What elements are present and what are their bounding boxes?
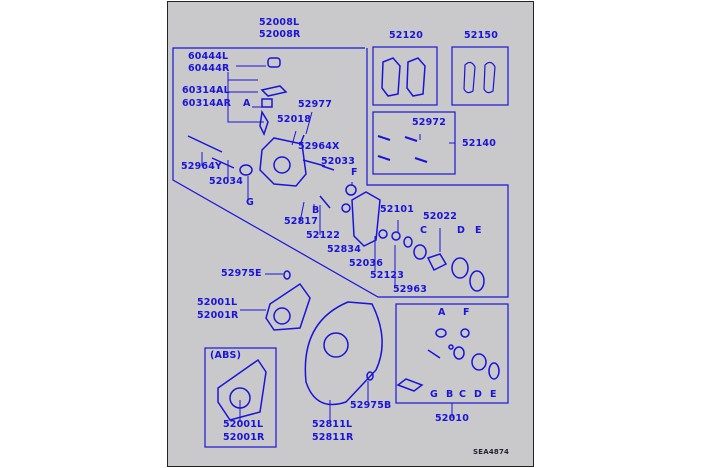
ref-F: F	[351, 167, 358, 178]
label-52018: 52018	[277, 114, 312, 125]
label-52977: 52977	[298, 99, 333, 110]
label-52834: 52834	[327, 244, 362, 255]
ref-D: D	[457, 225, 466, 236]
ref-C: C	[420, 225, 428, 236]
label-52022: 52022	[423, 211, 458, 222]
box-52120	[372, 46, 438, 106]
label-60444R: 60444R	[188, 63, 230, 74]
abs-adapter-plate-icon	[217, 358, 267, 421]
label-52001R-abs: 52001R	[223, 432, 265, 443]
label-abs: (ABS)	[210, 350, 242, 361]
label-52963: 52963	[393, 284, 428, 295]
label-52034: 52034	[209, 176, 244, 187]
caliper-bracket-icon	[351, 191, 381, 247]
ref-E: E	[475, 225, 482, 236]
ref-A: A	[243, 98, 251, 109]
label-52120: 52120	[389, 30, 424, 41]
label-52008L: 52008L	[259, 17, 300, 28]
label-52033: 52033	[321, 156, 356, 167]
label-52817: 52817	[284, 216, 319, 227]
label-52140: 52140	[462, 138, 497, 149]
label-52811L: 52811L	[312, 419, 353, 430]
leader-lines	[201, 65, 455, 422]
label-52122: 52122	[306, 230, 341, 241]
label-52972: 52972	[412, 117, 447, 128]
label-52811R: 52811R	[312, 432, 354, 443]
diagram-code: SEA4874	[473, 448, 510, 456]
label-52964X: 52964X	[298, 141, 340, 152]
caliper-group-outline	[172, 47, 509, 298]
dust-shield-icon	[304, 301, 383, 406]
label-52001R: 52001R	[197, 310, 239, 321]
ref-D-kit: D	[474, 389, 483, 400]
brake-pads-icon	[381, 57, 426, 97]
label-52964Y: 52964Y	[181, 161, 223, 172]
ref-B: B	[312, 205, 320, 216]
label-52036: 52036	[349, 258, 384, 269]
label-52975B: 52975B	[350, 400, 392, 411]
label-52010: 52010	[435, 413, 470, 424]
pad-clips-icon	[377, 135, 428, 163]
label-60314AR: 60314AR	[182, 98, 232, 109]
label-60314AL: 60314AL	[182, 85, 230, 96]
ref-G-kit: G	[430, 389, 438, 400]
box-abs	[204, 347, 277, 448]
label-52008R: 52008R	[259, 29, 301, 40]
piston-seal-kit-icon	[378, 229, 485, 292]
seal-kit-parts-icon	[396, 328, 500, 392]
adapter-plate-icon	[265, 282, 311, 331]
label-52101: 52101	[380, 204, 415, 215]
label-52123: 52123	[370, 270, 405, 281]
ref-B-kit: B	[446, 389, 454, 400]
shims-icon	[463, 61, 496, 94]
ref-C-kit: C	[459, 389, 467, 400]
ref-F-kit: F	[463, 307, 470, 318]
label-52975E: 52975E	[221, 268, 262, 279]
ref-G: G	[246, 197, 254, 208]
label-52150: 52150	[464, 30, 499, 41]
bolt-icon	[283, 270, 374, 381]
ref-A-kit: A	[438, 307, 446, 318]
label-60444L: 60444L	[188, 51, 229, 62]
ref-E-kit: E	[490, 389, 497, 400]
label-52001L-abs: 52001L	[223, 419, 264, 430]
caliper-body-icon	[187, 57, 357, 213]
label-52001L: 52001L	[197, 297, 238, 308]
box-52150	[451, 46, 509, 106]
